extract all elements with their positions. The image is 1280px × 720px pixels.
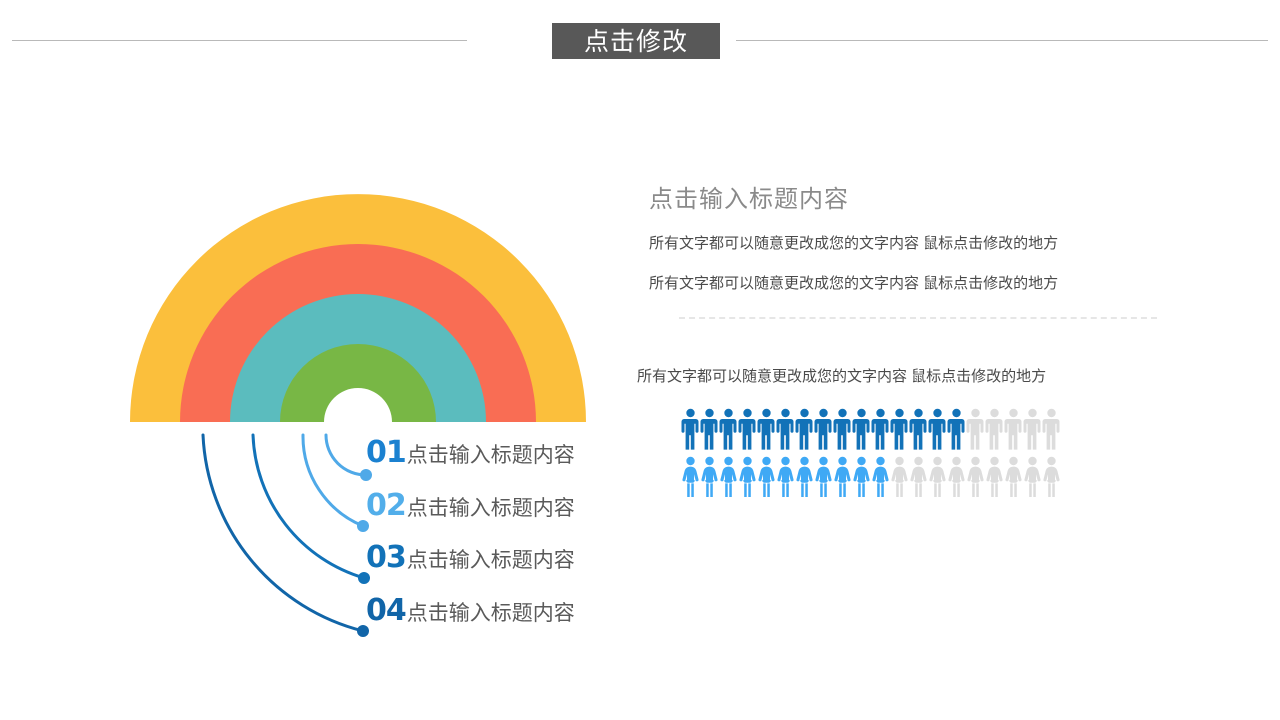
rainbow-svg [130,194,586,637]
female-person-icon [758,456,775,497]
male-person-icon [757,408,775,450]
right-content-column: 点击输入标题内容 所有文字都可以随意更改成您的文字内容 鼠标点击修改的地方 所有… [637,186,1197,498]
male-person-icon [1042,408,1060,450]
male-person-icon [700,408,718,450]
legend-label-01: 点击输入标题内容 [406,444,575,467]
right-paragraph-3: 所有文字都可以随意更改成您的文字内容 鼠标点击修改的地方 [637,367,1047,385]
female-person-icon [948,456,965,497]
title-banner[interactable]: 点击修改 [552,23,720,59]
connector-dot-03 [358,572,370,584]
header-rule-right [736,40,1268,41]
legend-number-01: 01 [366,435,407,470]
connector-arc-03 [251,433,366,580]
male-person-icon [681,408,699,450]
connector-arc-02 [301,433,365,528]
male-person-icon [966,408,984,450]
dashed-divider [679,316,1157,319]
connector-dot-04 [357,625,369,637]
male-person-icon [928,408,946,450]
legend-item-04[interactable]: 04 点击输入标题内容 [366,596,575,630]
female-person-icon [1043,456,1060,497]
female-person-icon [834,456,851,497]
female-person-icon [682,456,699,497]
female-person-icon [891,456,908,497]
right-paragraph-2: 所有文字都可以随意更改成您的文字内容 鼠标点击修改的地方 [649,274,1059,292]
legend-number-04: 04 [366,593,407,628]
female-person-icon [967,456,984,497]
legend-label-03: 点击输入标题内容 [406,549,575,572]
connector-dot-02 [357,520,369,532]
pictogram-row-male [681,408,1197,450]
male-person-icon [814,408,832,450]
legend-number-02: 02 [366,488,407,523]
legend-item-03[interactable]: 03 点击输入标题内容 [366,543,575,577]
legend-item-01[interactable]: 01 点击输入标题内容 [366,438,575,472]
ring-outer-arc[interactable] [130,194,586,422]
legend-item-02[interactable]: 02 点击输入标题内容 [366,491,575,525]
male-person-icon [795,408,813,450]
female-person-icon [910,456,927,497]
header-rule-left [12,40,467,41]
male-person-icon [947,408,965,450]
female-person-icon [1005,456,1022,497]
male-person-icon [719,408,737,450]
male-person-icon [1023,408,1041,450]
pictogram-row-female [681,456,1197,498]
connector-arc-04 [201,433,365,633]
connector-arc-01 [324,433,368,477]
female-person-icon [796,456,813,497]
legend-number-03: 03 [366,540,407,575]
female-person-icon [986,456,1003,497]
ring-inner-arc[interactable] [280,344,436,422]
female-person-icon [1024,456,1041,497]
male-person-icon [909,408,927,450]
male-person-icon [776,408,794,450]
female-person-icon [720,456,737,497]
ring-second-arc[interactable] [180,244,536,422]
male-person-icon [871,408,889,450]
male-person-icon [738,408,756,450]
female-person-icon [815,456,832,497]
legend-label-04: 点击输入标题内容 [406,602,575,625]
right-heading: 点击输入标题内容 [649,186,849,213]
female-person-icon [929,456,946,497]
rainbow-diagram [110,185,620,655]
female-person-icon [701,456,718,497]
female-person-icon [853,456,870,497]
slide-header: 点击修改 [0,0,1280,80]
male-person-icon [833,408,851,450]
connector-dot-01 [360,469,372,481]
legend-label-02: 点击输入标题内容 [406,497,575,520]
male-person-icon [890,408,908,450]
page-title: 点击修改 [583,26,688,56]
male-person-icon [985,408,1003,450]
right-paragraph-1: 所有文字都可以随意更改成您的文字内容 鼠标点击修改的地方 [649,234,1059,252]
pictogram-chart [681,408,1197,498]
female-person-icon [777,456,794,497]
female-person-icon [739,456,756,497]
male-person-icon [852,408,870,450]
ring-group [130,194,586,422]
female-person-icon [872,456,889,497]
male-person-icon [1004,408,1022,450]
